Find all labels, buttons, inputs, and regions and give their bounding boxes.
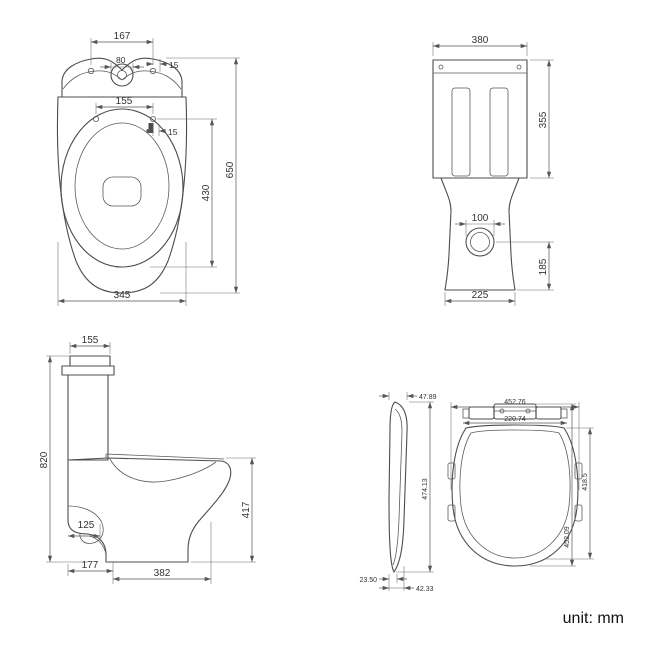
- plan-view: 167 80 15 155 15 430: [56, 31, 240, 306]
- dim-label-220-74: 220.74: [504, 416, 526, 423]
- cistern-top-outline: [61, 57, 183, 98]
- pedestal-outline: [440, 177, 520, 291]
- dim-label-15-screw: 15: [169, 60, 179, 70]
- unit-label: unit: mm: [562, 610, 624, 627]
- mount-slot-right: [489, 87, 509, 177]
- dim-label-355: 355: [538, 111, 549, 128]
- dim-label-225: 225: [472, 290, 489, 301]
- dim-label-23-50: 23.50: [359, 577, 377, 584]
- dim-label-452-76: 452.76: [504, 399, 526, 406]
- hinge-fixing-block: [148, 123, 154, 133]
- screw-hole-left: [87, 67, 95, 75]
- dim-label-125: 125: [78, 520, 95, 531]
- seat-top-line: [105, 453, 225, 460]
- seat-profile-outlines: [388, 401, 408, 573]
- outlet-circle-outer: [465, 227, 495, 257]
- dim-label-185: 185: [538, 258, 549, 275]
- dim-label-100: 100: [472, 213, 489, 224]
- plan-outlines: [56, 57, 188, 294]
- dim-label-380: 380: [472, 35, 489, 46]
- hinge-arm-left: [468, 406, 495, 420]
- side-dimensions: 155 820 125 417 177 382: [39, 335, 256, 584]
- screw-hole-right: [149, 67, 157, 75]
- dim-label-452-09: 452.09: [564, 526, 571, 548]
- bumper-right-bottom: [574, 504, 583, 522]
- seat-dimensions: 47.89 474.13 23.50 42.33 452.76 220.74: [359, 392, 594, 593]
- rear-dimensions: 380 355 100 185 225: [432, 35, 554, 306]
- seat-side-profile-inner: [392, 408, 403, 566]
- dim-label-417: 417: [241, 501, 252, 518]
- bumper-left-bottom: [447, 504, 456, 522]
- seat-lid-inner: [459, 429, 571, 559]
- water-spot: [102, 176, 142, 207]
- dim-label-167: 167: [114, 31, 131, 42]
- trap-curve-2: [88, 535, 107, 555]
- dim-label-382: 382: [154, 568, 171, 579]
- tank-outline: [432, 59, 528, 179]
- seat-side-profile: [388, 401, 408, 573]
- dim-label-820: 820: [39, 451, 50, 468]
- trap-curve-1: [67, 505, 104, 544]
- rear-outlines: [432, 59, 528, 291]
- dim-label-42-33: 42.33: [416, 586, 434, 593]
- tank-lid: [61, 365, 115, 376]
- dim-label-47-89: 47.89: [419, 394, 437, 401]
- bumper-right-top: [574, 462, 583, 480]
- hinge-hole-right: [149, 116, 156, 123]
- plan-dimensions: 167 80 15 155 15 430: [57, 31, 240, 306]
- tank-screw-right: [516, 64, 522, 70]
- tank-body: [67, 374, 109, 461]
- seat-lid-outer: [451, 424, 579, 567]
- tank-screw-left: [438, 64, 444, 70]
- push-button-outer: [110, 63, 134, 87]
- dim-label-155-side: 155: [82, 335, 99, 346]
- seat-plan-outlines: [447, 424, 583, 567]
- hinge-arm-right: [535, 406, 562, 420]
- dim-label-650: 650: [225, 161, 236, 178]
- bowl-silhouette: [67, 457, 232, 563]
- hinge-hole-left: [93, 116, 100, 123]
- hinge-cap-left: [462, 408, 470, 419]
- dim-label-15-hinge: 15: [168, 127, 178, 137]
- bowl-inner-curve: [109, 458, 217, 483]
- hinge-cap-right: [560, 408, 568, 419]
- side-outlines: [61, 355, 232, 563]
- mount-slot-left: [451, 87, 471, 177]
- rear-view: 380 355 100 185 225: [432, 35, 554, 306]
- push-button-inner: [117, 70, 127, 80]
- seat-views: 47.89 474.13 23.50 42.33 452.76 220.74: [359, 392, 594, 593]
- seat-outer-rim: [60, 108, 184, 268]
- side-view: 155 820 125 417 177 382: [39, 335, 256, 584]
- dim-label-430: 430: [201, 184, 212, 201]
- dim-label-80: 80: [116, 55, 126, 65]
- cistern-lid-line: [62, 70, 182, 90]
- dim-label-345: 345: [114, 290, 131, 301]
- outlet-circle-inner: [470, 232, 490, 252]
- tank-cap: [69, 355, 111, 367]
- bowl-inner-rim: [74, 122, 170, 250]
- bumper-left-top: [447, 462, 456, 480]
- dim-label-474-13: 474.13: [422, 478, 429, 500]
- dim-label-418-5: 418.5: [582, 473, 589, 491]
- dim-label-177: 177: [82, 560, 99, 571]
- dim-label-155-plan: 155: [116, 96, 133, 107]
